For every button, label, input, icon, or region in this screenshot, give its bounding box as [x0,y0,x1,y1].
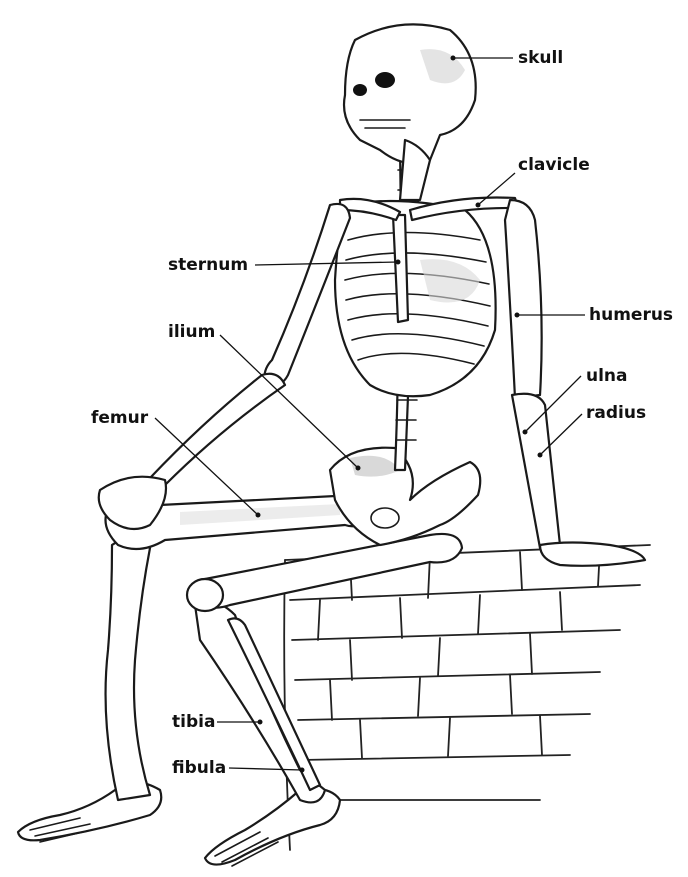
label-radius: radius [586,403,646,423]
label-clavicle: clavicle [518,155,590,175]
right-femur [187,534,462,611]
label-fibula: fibula [172,758,226,778]
left-arm [99,204,350,529]
label-tibia: tibia [172,712,215,732]
label-skull: skull [518,48,563,68]
label-ulna: ulna [586,366,628,386]
label-humerus: humerus [589,305,673,325]
label-sternum: sternum [168,255,248,275]
label-femur: femur [91,408,148,428]
label-ilium: ilium [168,322,215,342]
left-lower-leg [106,541,150,800]
rib-cage [335,201,496,396]
